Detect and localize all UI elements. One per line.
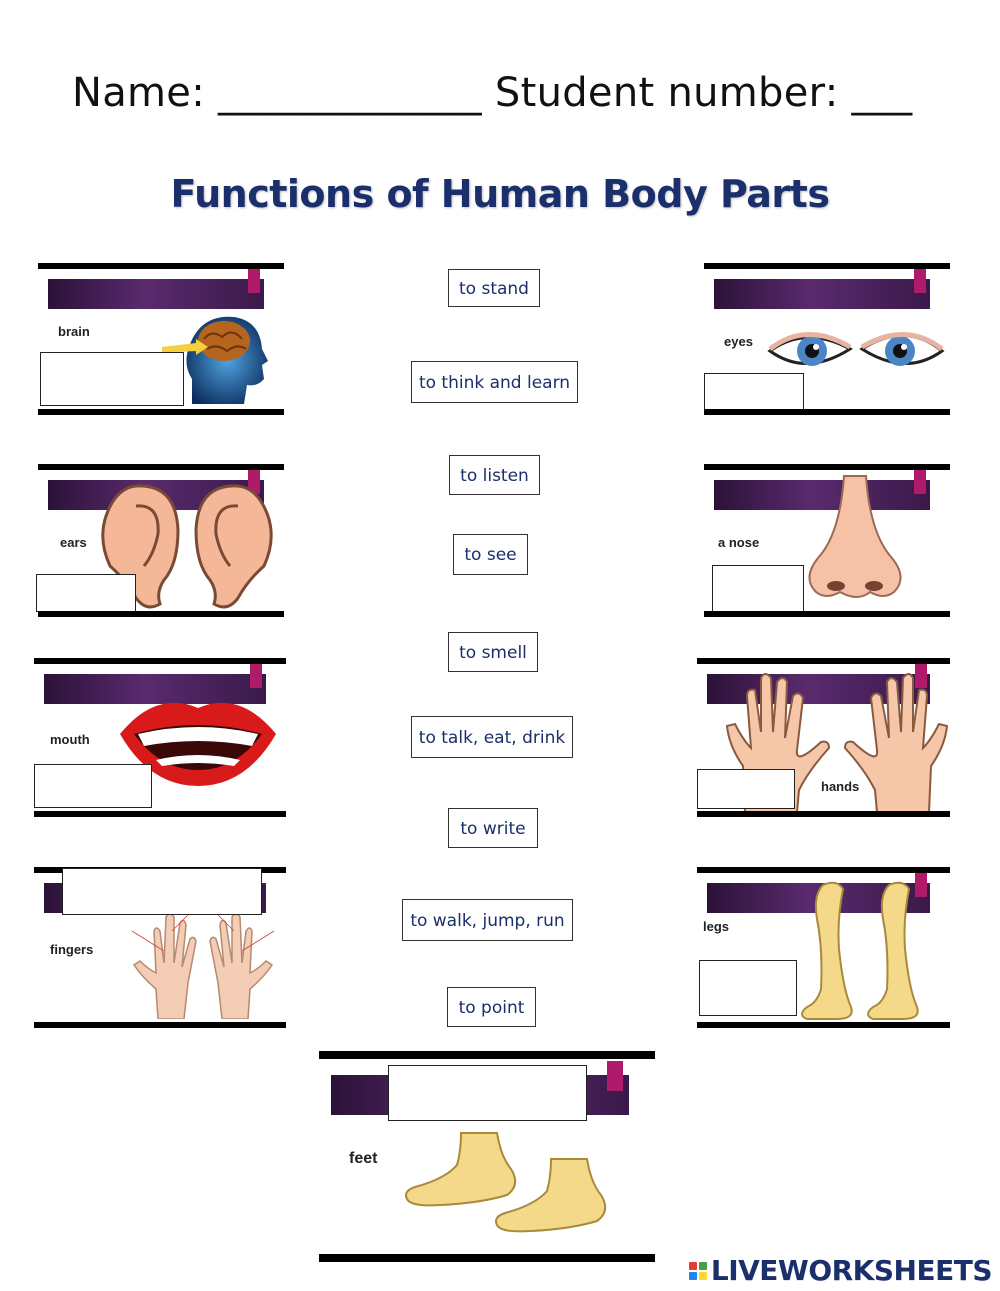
card-top-bar: [697, 867, 950, 873]
answer-box-eyes[interactable]: [704, 373, 804, 415]
card-top-bar: [38, 464, 284, 470]
fingers-icon: [131, 913, 275, 1019]
mouth-icon: [120, 702, 276, 786]
label-eyes: eyes: [724, 334, 753, 349]
label-fingers: fingers: [50, 942, 94, 957]
legs-icon: [801, 881, 919, 1020]
answer-box-fingers[interactable]: [62, 868, 262, 915]
option-to-smell[interactable]: to smell: [448, 632, 538, 672]
card-hands: hands: [697, 658, 950, 817]
card-ears: ears: [36, 464, 284, 617]
eyes-icon: [767, 332, 945, 366]
card-eyes: eyes: [704, 263, 950, 415]
card-bottom-bar: [704, 409, 950, 415]
card-tab: [607, 1061, 623, 1091]
card-banner: [44, 674, 266, 704]
card-tab: [914, 470, 926, 494]
label-legs: legs: [703, 919, 730, 934]
card-bottom-bar: [319, 1254, 655, 1262]
brain-head-icon: [162, 316, 268, 404]
label-nose: a nose: [718, 535, 760, 550]
option-to-walk-jump-run[interactable]: to walk, jump, run: [402, 899, 573, 941]
option-to-think-and-learn[interactable]: to think and learn: [411, 361, 578, 403]
label-ears: ears: [60, 535, 87, 550]
card-brain: brain: [38, 263, 284, 415]
answer-box-feet[interactable]: [388, 1065, 587, 1121]
option-to-see[interactable]: to see: [453, 534, 528, 575]
label-hands: hands: [821, 779, 860, 794]
card-feet: feet: [319, 1051, 655, 1262]
card-bottom-bar: [38, 409, 284, 415]
card-banner: [714, 480, 930, 510]
card-bottom-bar: [34, 811, 286, 817]
card-banner: [714, 279, 930, 309]
option-to-listen[interactable]: to listen: [449, 455, 540, 495]
option-to-stand[interactable]: to stand: [448, 269, 540, 307]
liveworksheets-logo-icon: [688, 1261, 707, 1280]
card-top-bar: [704, 464, 950, 470]
card-top-bar: [697, 658, 950, 664]
label-mouth: mouth: [50, 732, 90, 747]
card-tab: [914, 269, 926, 293]
card-mouth: mouth: [34, 658, 286, 817]
worksheet-title: Functions of Human Body Parts: [170, 172, 830, 216]
card-tab: [915, 664, 927, 688]
feet-icon: [405, 1132, 607, 1233]
answer-box-mouth[interactable]: [34, 764, 152, 808]
answer-box-hands[interactable]: [697, 769, 795, 809]
label-brain: brain: [58, 324, 90, 339]
card-top-bar: [38, 263, 284, 269]
card-bottom-bar: [34, 1022, 286, 1028]
logo-text: LIVEWORKSHEETS: [710, 1254, 993, 1287]
label-feet: feet: [349, 1150, 378, 1167]
card-bottom-bar: [697, 1022, 950, 1028]
option-to-point[interactable]: to point: [447, 987, 536, 1027]
card-tab: [915, 873, 927, 897]
card-top-bar: [34, 658, 286, 664]
card-bottom-bar: [38, 611, 284, 617]
answer-box-brain[interactable]: [40, 352, 184, 406]
answer-box-ears[interactable]: [36, 574, 136, 612]
card-bottom-bar: [697, 811, 950, 817]
nose-icon: [808, 475, 902, 598]
card-bottom-bar: [704, 611, 950, 617]
card-legs: legs: [697, 867, 950, 1028]
card-nose: a nose: [704, 464, 950, 617]
answer-box-legs[interactable]: [699, 960, 797, 1016]
liveworksheets-logo: LIVEWORKSHEETS: [688, 1254, 993, 1287]
answer-box-nose[interactable]: [712, 565, 804, 613]
card-tab: [250, 664, 262, 688]
card-top-bar: [704, 263, 950, 269]
card-tab: [248, 269, 260, 293]
name-student-number-line: Name: _____________ Student number: ___: [72, 70, 913, 116]
card-top-bar: [319, 1051, 655, 1059]
card-tab: [248, 470, 260, 494]
option-to-write[interactable]: to write: [448, 808, 538, 848]
option-to-talk-eat-drink[interactable]: to talk, eat, drink: [411, 716, 573, 758]
card-banner: [48, 279, 264, 309]
card-fingers: fingers: [34, 867, 286, 1028]
